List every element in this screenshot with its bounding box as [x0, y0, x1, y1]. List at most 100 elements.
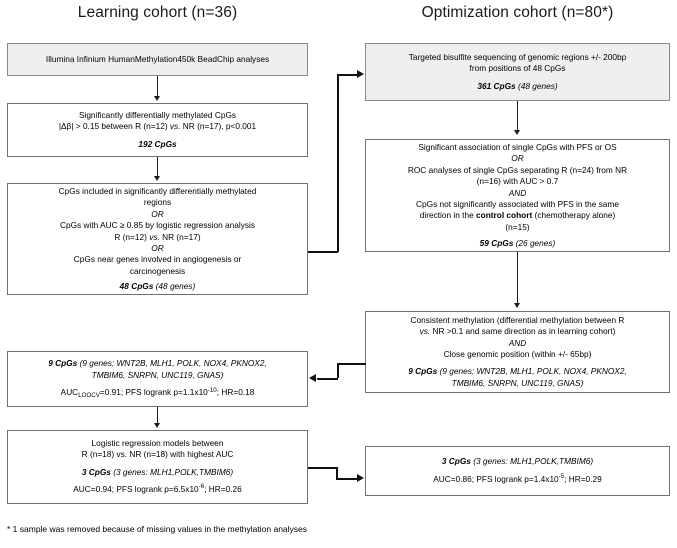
connector-R1-R2-arrowhead — [514, 130, 520, 135]
L5-genes: (3 genes: MLH1,POLK,TMBIM6) — [110, 466, 234, 477]
connector-L2-L3-line — [157, 157, 158, 177]
connector-L5-R4-seg2 — [336, 467, 338, 479]
L2-line1: Significantly differentially methylated … — [78, 109, 237, 120]
L3-line3-vs: vs. — [149, 231, 160, 242]
R1-line2: from positions of 48 CpGs — [469, 63, 566, 74]
R2-line3: CpGs not significantly associated with P… — [416, 199, 619, 210]
consistent-methylation-box: Consistent methylation (differential met… — [365, 311, 670, 393]
connector-L4-L5-line — [157, 407, 158, 424]
illumina-beadchip-box: Illumina Infinium HumanMethylation450k B… — [7, 43, 308, 76]
L3-line2: CpGs with AUC ≥ 0.85 by logistic regress… — [59, 220, 255, 231]
R1-result: 361 CpGs (48 genes) — [477, 81, 557, 92]
L4-auc-subscript: LOOCV — [78, 392, 100, 400]
L4-auc-label: AUC — [60, 387, 79, 398]
connector-L1-L2-line — [157, 76, 158, 97]
L3-line4: CpGs near genes involved in angiogenesis… — [73, 254, 242, 265]
L4-stats: AUCLOOCV=0.91; PFS logrank p=1.1x10-10; … — [60, 387, 255, 400]
R3-line2: vs. NR >0.1 and same direction as in lea… — [420, 326, 616, 337]
L4-genes-line2: TMBIM6, SNRPN, UNC119, GNAS) — [91, 369, 224, 380]
footnote-text: * 1 sample was removed because of missin… — [7, 524, 308, 534]
R2-line4-a: direction in the — [419, 210, 477, 221]
R3-count: 9 CpGs — [408, 366, 438, 377]
R2-line2: ROC analyses of single CpGs separating R… — [407, 164, 628, 175]
L3-line1: CpGs included in significantly different… — [58, 186, 257, 196]
connector-R2-R3-arrowhead — [514, 303, 520, 308]
R1-genes: (48 genes) — [515, 80, 558, 91]
R4-auc-value: AUC=0.86; PFS logrank p=1.4x10 — [433, 473, 559, 484]
R2-count: 59 CpGs — [479, 237, 514, 248]
R2-line5: (n=15) — [505, 221, 530, 232]
connector-R3-L4-seg2 — [337, 363, 339, 378]
connector-L3-R1-arrowhead — [357, 70, 364, 78]
connector-L5-R4-seg1 — [308, 467, 337, 469]
L4-count: 9 CpGs — [48, 358, 78, 369]
L4-auc-value: =0.91; PFS logrank p=1.1x10 — [99, 387, 208, 398]
L2-line2: |Δβ| > 0.15 between R (n=12) vs. NR (n=1… — [59, 121, 256, 132]
L5-result: 3 CpGs (3 genes: MLH1,POLK,TMBIM6) — [82, 467, 233, 478]
association-criteria-box: Significant association of single CpGs w… — [365, 139, 670, 252]
L2-result: 192 CpGs — [138, 138, 177, 149]
L5-auc-value: AUC=0.94; PFS logrank p=6.5x10 — [73, 483, 199, 494]
R3-genes-line2: TMBIM6, SNRPN, UNC119, GNAS) — [451, 377, 584, 388]
L3-line3: R (n=12) vs. NR (n=17) — [114, 232, 200, 243]
nine-cpgs-learning-box: 9 CpGs (9 genes: WNT2B, MLH1, POLK, NOX4… — [7, 351, 308, 407]
L5-hr: ; HR=0.26 — [204, 483, 242, 494]
R2-and: AND — [508, 187, 527, 198]
connector-L5-R4-seg3 — [336, 478, 358, 480]
L4-hr: ; HR=0.18 — [216, 387, 255, 398]
R2-genes: (26 genes) — [513, 237, 556, 248]
R2-line4-b: (chemotherapy alone) — [532, 210, 616, 221]
R4-stats: AUC=0.86; PFS logrank p=1.4x10-5; HR=0.2… — [433, 473, 602, 486]
column-title-learning: Learning cohort (n=36) — [77, 4, 238, 21]
connector-R3-L4-arrowhead — [309, 374, 316, 382]
R4-p-exponent: -5 — [558, 473, 565, 480]
R3-genes-line1: 9 CpGs (9 genes: WNT2B, MLH1, POLK, NOX4… — [408, 366, 627, 377]
connector-R3-L4-seg3 — [317, 378, 338, 380]
L3-line1b: regions — [143, 197, 172, 208]
connector-L4-L5-arrowhead — [154, 423, 160, 428]
L1-line1: Illumina Infinium HumanMethylation450k B… — [45, 53, 270, 64]
significant-dmcpgs-box: Significantly differentially methylated … — [7, 103, 308, 157]
L3-line4b: carcinogenesis — [129, 265, 186, 276]
R3-line3: Close genomic position (within +/- 65bp) — [443, 349, 592, 359]
R4-result: 3 CpGs (3 genes: MLH1,POLK,TMBIM6) — [442, 456, 593, 467]
three-cpgs-learning-box: Logistic regression models between R (n=… — [7, 430, 308, 504]
L3-or-1: OR — [151, 208, 164, 219]
connector-L3-R1-seg3 — [337, 74, 358, 76]
L3-result-count: 48 CpGs — [119, 280, 154, 291]
connector-L2-L3-arrowhead — [154, 176, 160, 181]
L3-result-genes: (48 genes) — [153, 280, 196, 291]
targeted-bisulfite-sequencing-box: Targeted bisulfite sequencing of genomic… — [365, 43, 670, 101]
connector-R3-L4-seg1 — [337, 363, 366, 365]
L2-line2-b: NR (n=17), p<0.001 — [180, 121, 257, 132]
R2-line2b: (n=16) with AUC > 0.7 — [476, 176, 559, 187]
R1-count: 361 CpGs — [477, 80, 516, 91]
R4-genes: (3 genes: MLH1,POLK,TMBIM6) — [470, 456, 594, 467]
L5-p-exponent: -6 — [198, 483, 205, 491]
L5-line1: Logistic regression models between — [91, 437, 224, 448]
L5-stats: AUC=0.94; PFS logrank p=6.5x10-6; HR=0.2… — [73, 483, 242, 496]
column-title-optimization: Optimization cohort (n=80*) — [421, 4, 614, 21]
connector-R1-R2-line — [517, 101, 518, 131]
connector-L3-R1-seg2 — [337, 74, 339, 252]
R2-result: 59 CpGs (26 genes) — [480, 238, 556, 249]
R2-or: OR — [511, 153, 524, 164]
L5-count: 3 CpGs — [81, 466, 111, 477]
connector-L3-R1-seg1 — [308, 251, 338, 253]
R4-count: 3 CpGs — [441, 456, 471, 467]
three-cpgs-optimization-box: 3 CpGs (3 genes: MLH1,POLK,TMBIM6) AUC=0… — [365, 446, 670, 496]
R3-line2-b: NR >0.1 and same direction as in learnin… — [430, 326, 616, 337]
L3-line3-a: R (n=12) — [114, 231, 150, 242]
R2-line4: direction in the control cohort (chemoth… — [420, 210, 616, 221]
R3-line1: Consistent methylation (differential met… — [410, 314, 625, 325]
cpg-selection-criteria-box: CpGs included in significantly different… — [7, 183, 308, 295]
L3-line3-b: NR (n=17) — [159, 231, 201, 242]
R3-genes-a: (9 genes: WNT2B, MLH1, POLK, NOX4, PKNOX… — [437, 366, 627, 377]
L3-result: 48 CpGs (48 genes) — [120, 281, 196, 292]
L5-line2: R (n=18) vs. NR (n=18) with highest AUC — [81, 449, 234, 460]
L4-genes-line1: 9 CpGs (9 genes: WNT2B, MLH1, POLK, NOX4… — [48, 358, 267, 369]
L2-line2-a: |Δβ| > 0.15 between R (n=12) — [58, 121, 170, 132]
L3-or-2: OR — [151, 243, 164, 254]
R2-line1: Significant association of single CpGs w… — [418, 142, 617, 152]
